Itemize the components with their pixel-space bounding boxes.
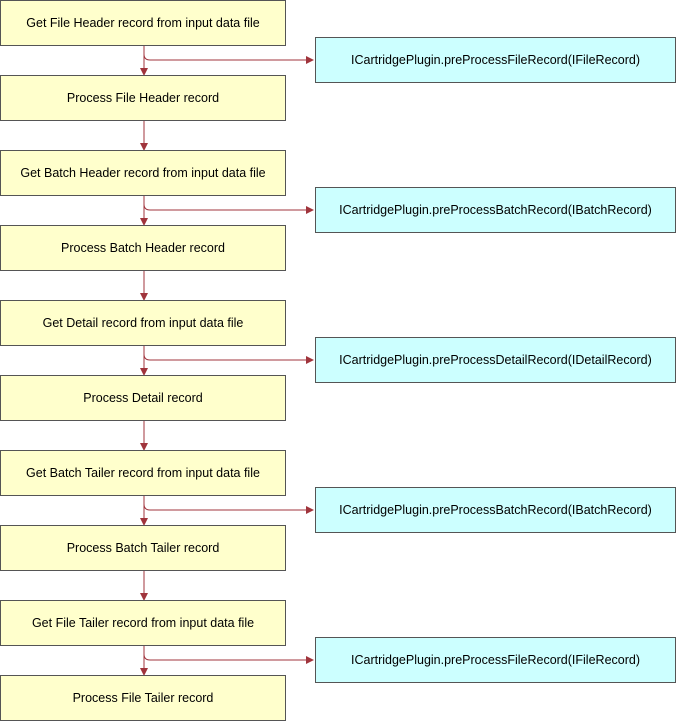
step-process-batch-tailer: Process Batch Tailer record xyxy=(0,525,286,571)
step-process-batch-header: Process Batch Header record xyxy=(0,225,286,271)
step-get-batch-header: Get Batch Header record from input data … xyxy=(0,150,286,196)
step-process-detail: Process Detail record xyxy=(0,375,286,421)
hook-arrow xyxy=(143,53,314,64)
hook-preprocess-file-record: ICartridgePlugin.preProcessFileRecord(IF… xyxy=(315,37,676,83)
hook-arrow xyxy=(143,353,314,364)
hook-arrow xyxy=(143,653,314,664)
hook-preprocess-detail-record: ICartridgePlugin.preProcessDetailRecord(… xyxy=(315,337,676,383)
hook-arrow xyxy=(143,203,314,214)
hook-preprocess-batch-record-tailer: ICartridgePlugin.preProcessBatchRecord(I… xyxy=(315,487,676,533)
step-get-batch-tailer: Get Batch Tailer record from input data … xyxy=(0,450,286,496)
hook-arrow xyxy=(143,503,314,514)
step-process-file-header: Process File Header record xyxy=(0,75,286,121)
step-process-file-tailer: Process File Tailer record xyxy=(0,675,286,721)
step-get-detail: Get Detail record from input data file xyxy=(0,300,286,346)
step-get-file-tailer: Get File Tailer record from input data f… xyxy=(0,600,286,646)
hook-preprocess-file-record-tailer: ICartridgePlugin.preProcessFileRecord(IF… xyxy=(315,637,676,683)
step-get-file-header: Get File Header record from input data f… xyxy=(0,0,286,46)
hook-preprocess-batch-record: ICartridgePlugin.preProcessBatchRecord(I… xyxy=(315,187,676,233)
